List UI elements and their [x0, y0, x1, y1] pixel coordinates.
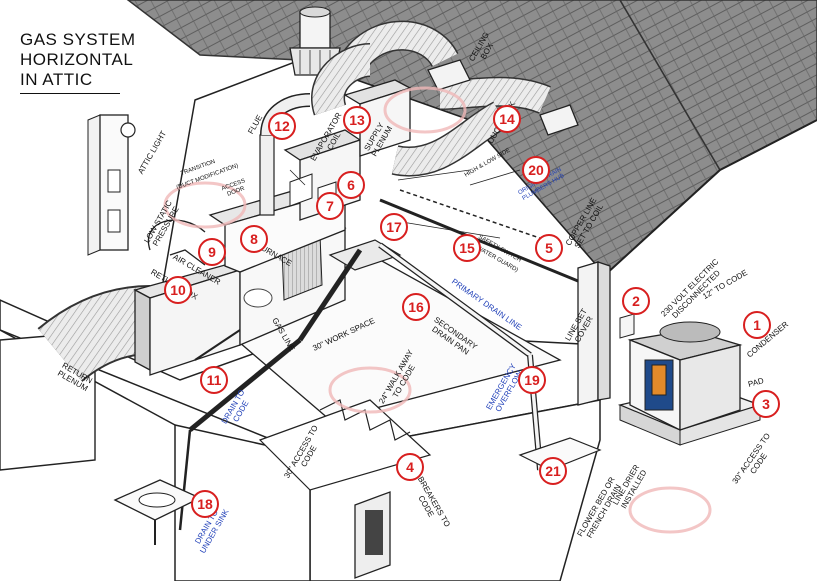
callout-5: 5 — [535, 234, 563, 262]
callout-10: 10 — [164, 276, 192, 304]
line-set-cover — [577, 261, 611, 406]
callout-3: 3 — [752, 390, 780, 418]
callout-14: 14 — [493, 105, 521, 133]
callout-8: 8 — [240, 225, 268, 253]
callout-18: 18 — [191, 490, 219, 518]
ductwork-runs — [311, 20, 579, 177]
attic-light-fixture — [87, 114, 136, 256]
logo-watermarks — [163, 86, 712, 534]
diagram-title: GAS SYSTEM HORIZONTAL IN ATTIC — [20, 30, 136, 90]
title-line-3: IN ATTIC — [20, 70, 93, 89]
callout-21: 21 — [539, 457, 567, 485]
callout-4: 4 — [396, 453, 424, 481]
roof-vent — [289, 6, 341, 76]
callout-15: 15 — [453, 234, 481, 262]
piping — [147, 189, 602, 531]
callout-1: 1 — [743, 311, 771, 339]
callout-19: 19 — [518, 366, 546, 394]
callout-16: 16 — [402, 293, 430, 321]
callout-13: 13 — [343, 106, 371, 134]
condenser-unit — [617, 313, 763, 446]
callout-7: 7 — [316, 192, 344, 220]
callout-6: 6 — [337, 171, 365, 199]
title-line-1: GAS SYSTEM — [20, 30, 136, 49]
title-underline — [20, 93, 120, 94]
callout-17: 17 — [380, 213, 408, 241]
breaker-panel — [354, 491, 391, 579]
callout-2: 2 — [622, 287, 650, 315]
title-line-2: HORIZONTAL — [20, 50, 134, 69]
callout-12: 12 — [268, 112, 296, 140]
callout-20: 20 — [522, 156, 550, 184]
callout-9: 9 — [198, 238, 226, 266]
leader-lines — [289, 169, 521, 239]
sink — [113, 479, 202, 545]
callout-11: 11 — [200, 366, 228, 394]
